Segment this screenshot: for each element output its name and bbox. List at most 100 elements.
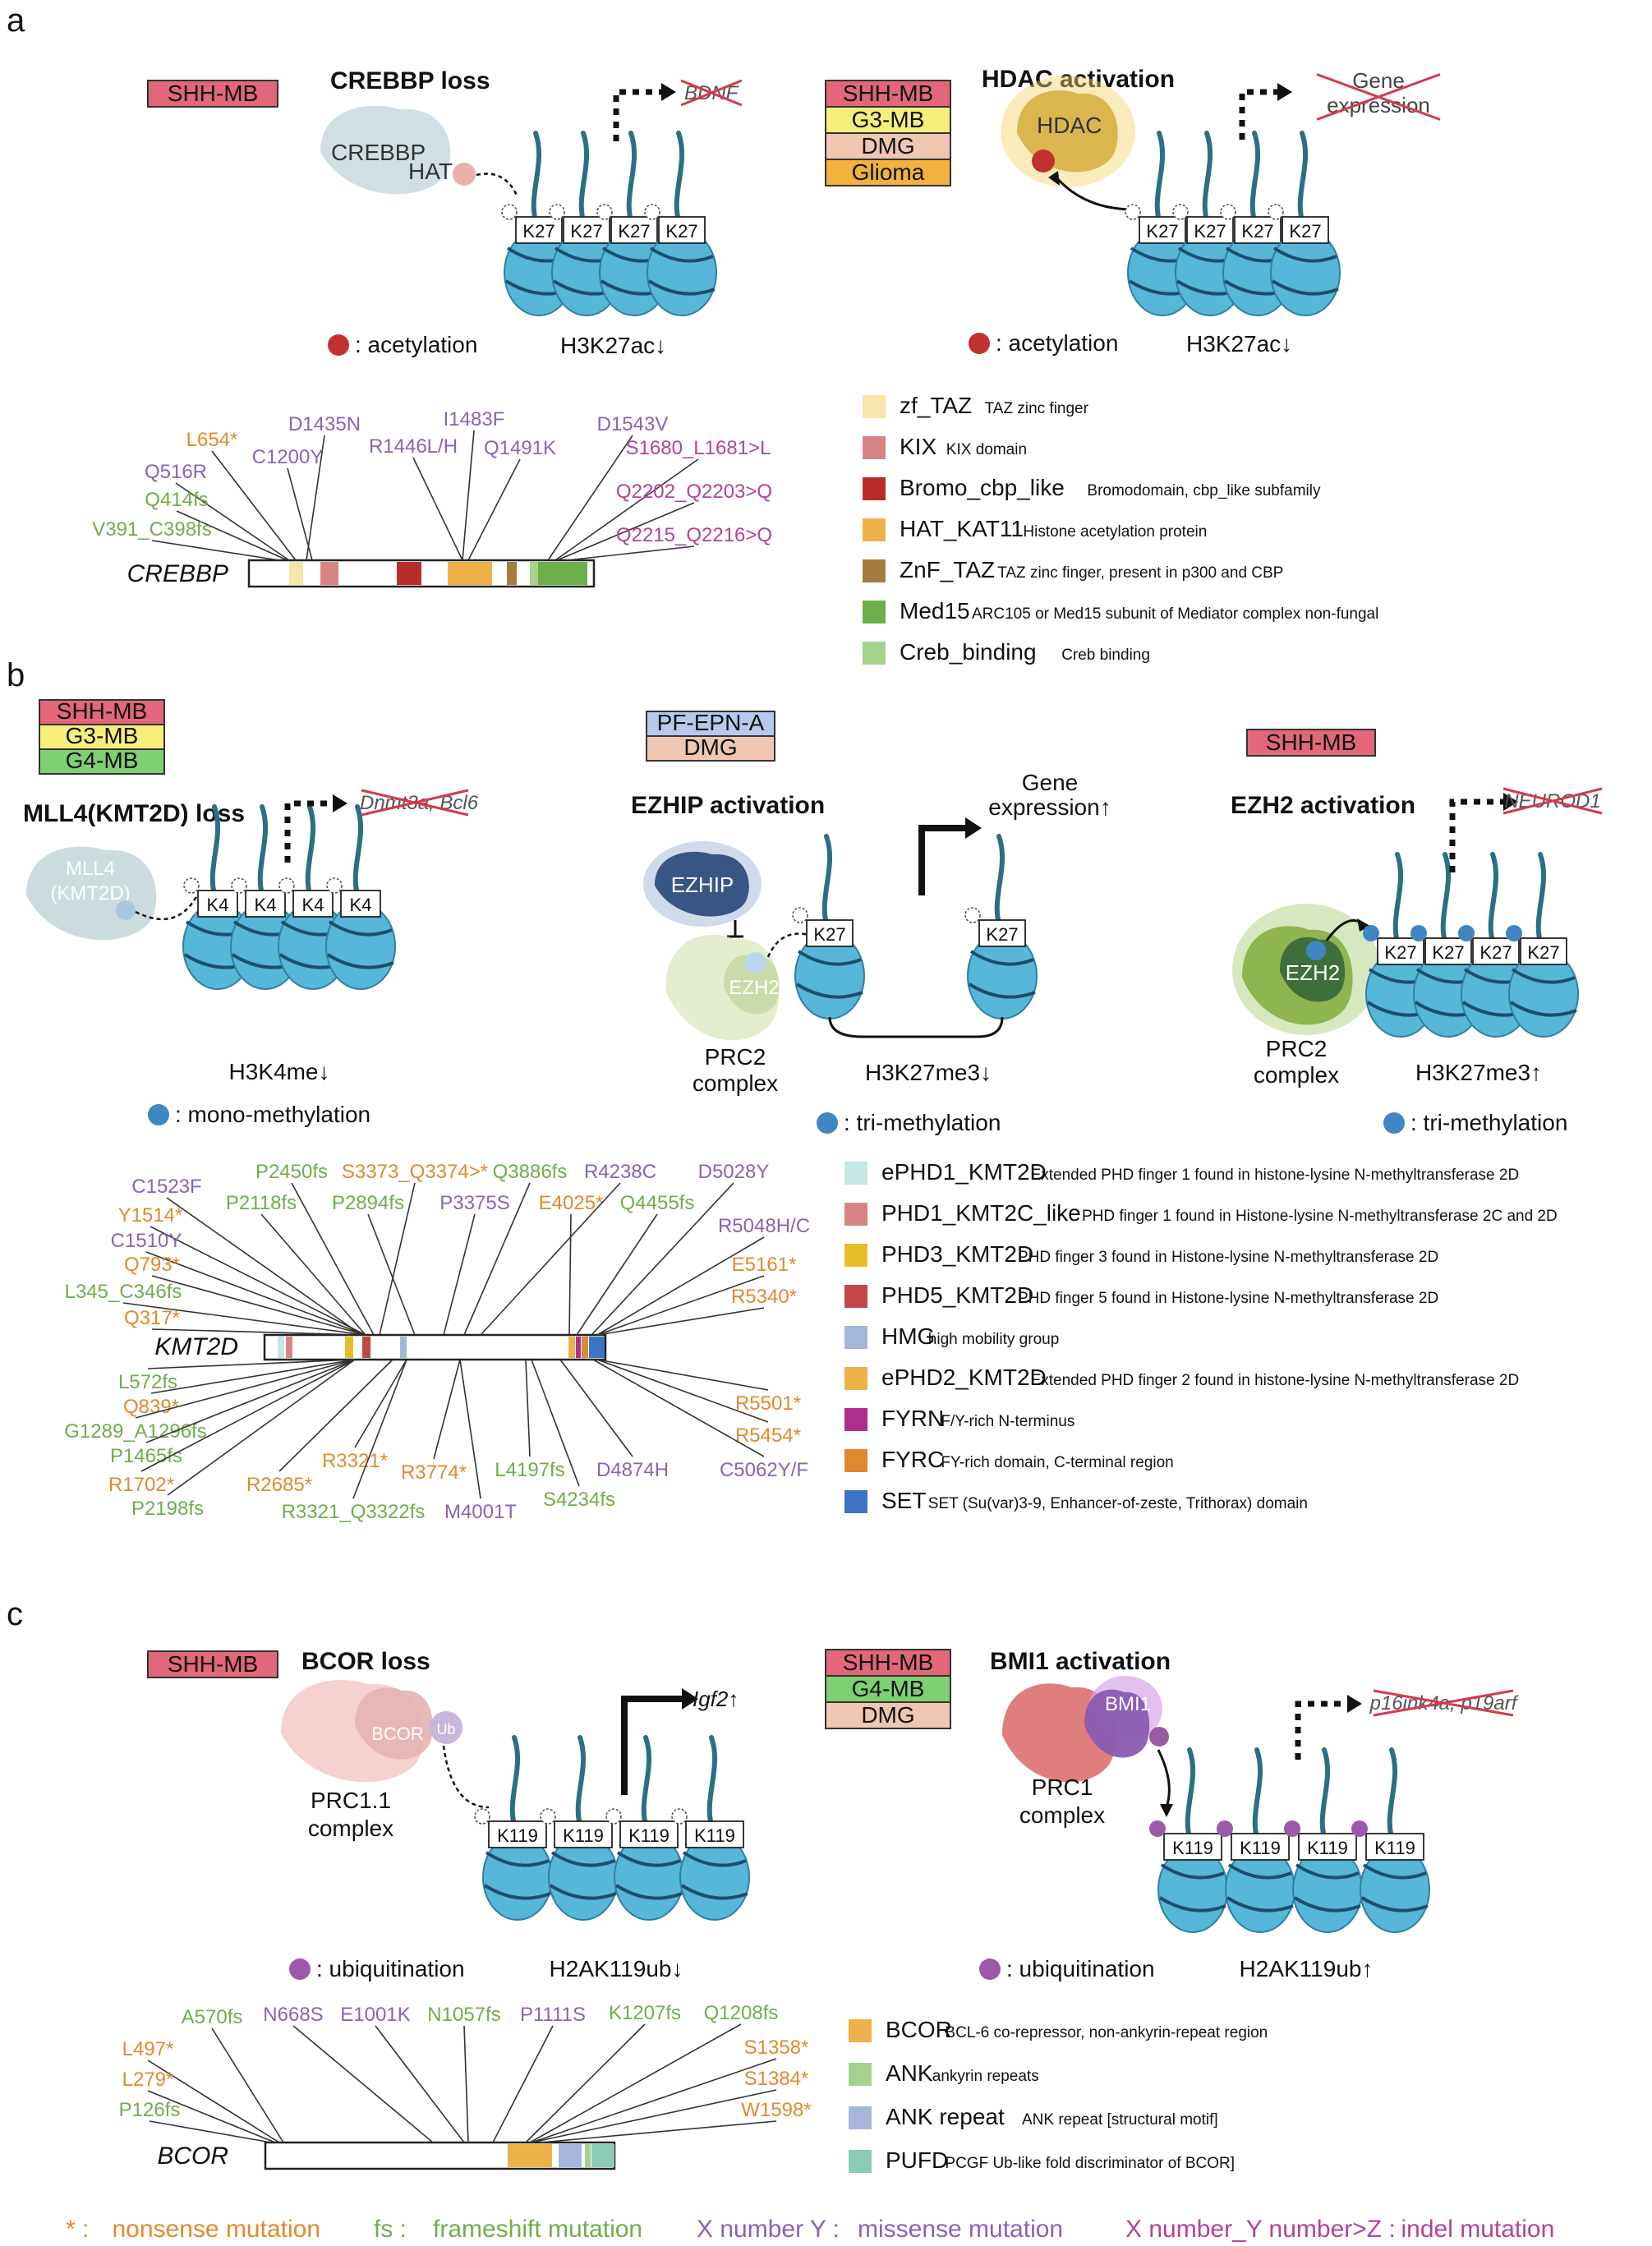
ezhip-label: EZHIP — [671, 872, 734, 897]
legend-dot — [289, 1958, 311, 1980]
kmt2d-gene-label: KMT2D — [154, 1333, 238, 1360]
mutation-label: P2118fs — [226, 1192, 297, 1214]
prc2-complex-right-label-line: PRC2 — [1266, 1036, 1328, 1061]
mutation-label: R1446L/H — [369, 435, 458, 458]
mutation-line — [596, 1236, 765, 1336]
histone-mark-box — [1139, 216, 1186, 244]
domain-name: SET — [881, 1488, 926, 1513]
subgroup-badge — [39, 699, 165, 725]
dna-wrap — [614, 1851, 683, 1900]
modification-dot — [1351, 1820, 1368, 1837]
empty-mark-circle — [605, 1808, 622, 1825]
mutation-line — [547, 435, 633, 561]
histone-mark-box — [340, 890, 381, 918]
mll4-arrow — [135, 895, 199, 921]
legend-dot — [148, 1104, 169, 1125]
domain-name: FYRN — [881, 1406, 944, 1431]
prc2-complex-mid-label-line: complex — [693, 1070, 778, 1096]
domain-desc: PCGF Ub-like fold discriminator of BCOR] — [945, 2155, 1235, 2172]
mutation-label: D1543V — [597, 413, 669, 435]
domain-name: PHD3_KMT2D — [881, 1241, 1033, 1267]
histone-mark-box — [1520, 937, 1567, 965]
mutation-line — [576, 1213, 658, 1336]
footer-symbol: X number Y : — [697, 2216, 840, 2243]
legend-text: : tri-methylation — [844, 1110, 1001, 1135]
empty-mark-circle — [1268, 204, 1284, 220]
empty-mark-circle — [474, 1808, 490, 1825]
mutation-line — [211, 2027, 284, 2143]
mutation-line — [463, 1182, 531, 1336]
empty-mark-circle — [1172, 204, 1189, 220]
mutation-label: L279* — [122, 2069, 174, 2091]
mutation-label: I1483F — [444, 408, 505, 430]
modification-dot — [1458, 925, 1475, 941]
footer-symbol: * : — [66, 2216, 89, 2243]
mutation-label: W1598* — [741, 2099, 811, 2121]
mutation-line — [412, 457, 463, 561]
mutation-line — [260, 1213, 366, 1336]
mutation-label: G1289_A1296fs — [64, 1420, 206, 1443]
mutation-label: R5501* — [735, 1392, 801, 1415]
footer-symbol: fs : — [374, 2216, 407, 2243]
kmt2d-gene-domain — [278, 1337, 284, 1358]
ezh2-right-arrow-head — [1357, 918, 1370, 932]
panel-b-middle-arrow — [918, 825, 965, 895]
mutation-line — [150, 1359, 356, 1394]
histone-mark-box — [515, 216, 563, 244]
panel-b-middle-arrow-head — [965, 817, 982, 839]
mutation-label: S3373_Q3374>* — [342, 1161, 488, 1183]
domain-name: HMG — [881, 1323, 935, 1349]
footer-text: indel mutation — [1401, 2216, 1555, 2243]
dna-wrap — [680, 1851, 748, 1900]
histone-mark-box — [1298, 1833, 1357, 1861]
mutation-line — [592, 1359, 765, 1457]
mutation-label: M4001T — [444, 1501, 517, 1523]
panel-b-right-title: EZH2 activation — [1231, 792, 1415, 819]
empty-mark-circle — [792, 907, 808, 923]
mutation-line — [151, 1275, 366, 1336]
domain-name: ANK repeat — [886, 2104, 1005, 2129]
prc1-complex-label-line: complex — [1019, 1802, 1105, 1828]
histone-tail — [1249, 131, 1260, 232]
domain-desc: ARC105 or Med15 subunit of Mediator comp… — [972, 605, 1378, 623]
domain-swatch — [863, 436, 886, 459]
domain-name: Med15 — [900, 598, 970, 624]
hat-site — [453, 163, 476, 186]
domain-desc: Creb binding — [1061, 647, 1150, 664]
panel-a-right-title: HDAC activation — [982, 66, 1175, 93]
mutation-label: R5048H/C — [718, 1215, 810, 1237]
mutation-label: Q4455fs — [620, 1192, 695, 1214]
histone-mark-label: K4 — [207, 895, 229, 915]
mutation-label: L654* — [186, 429, 238, 451]
histone-mark-box — [1377, 937, 1424, 965]
histone-mark-box — [610, 216, 658, 244]
mutation-label: P2198fs — [131, 1498, 204, 1520]
mutation-line — [122, 1302, 366, 1336]
mutation-line — [166, 1197, 362, 1336]
mutation-label: Q839* — [123, 1396, 179, 1418]
domain-swatch — [844, 1490, 867, 1513]
mutation-label: P126fs — [119, 2099, 181, 2121]
mutation-line — [566, 545, 695, 561]
histone-tail — [1297, 131, 1308, 232]
panel-a-right-arrow-head — [1277, 83, 1292, 101]
histone-tail — [994, 834, 1005, 936]
mutation-line — [176, 510, 288, 561]
subgroup-label: DMG — [861, 133, 914, 159]
histone-mark-label: K27 — [986, 924, 1018, 945]
mutation-label: R4238C — [584, 1161, 656, 1183]
kmt2d-gene-domain — [568, 1337, 575, 1358]
panel-b-middle-title: EZHIP activation — [631, 792, 825, 819]
dna-wrap — [549, 1851, 617, 1900]
mutation-line — [591, 1182, 734, 1336]
bcor-arrow — [442, 1745, 490, 1809]
domain-name: HAT_KAT11 — [900, 516, 1024, 541]
domain-name: Bromo_cbp_like — [900, 475, 1065, 500]
dna-wrap — [1360, 1863, 1429, 1912]
footer-symbol: X number_Y number>Z : — [1125, 2216, 1396, 2243]
domain-swatch — [849, 2106, 872, 2129]
empty-mark-circle — [644, 204, 660, 220]
modification-dot — [1410, 925, 1427, 941]
